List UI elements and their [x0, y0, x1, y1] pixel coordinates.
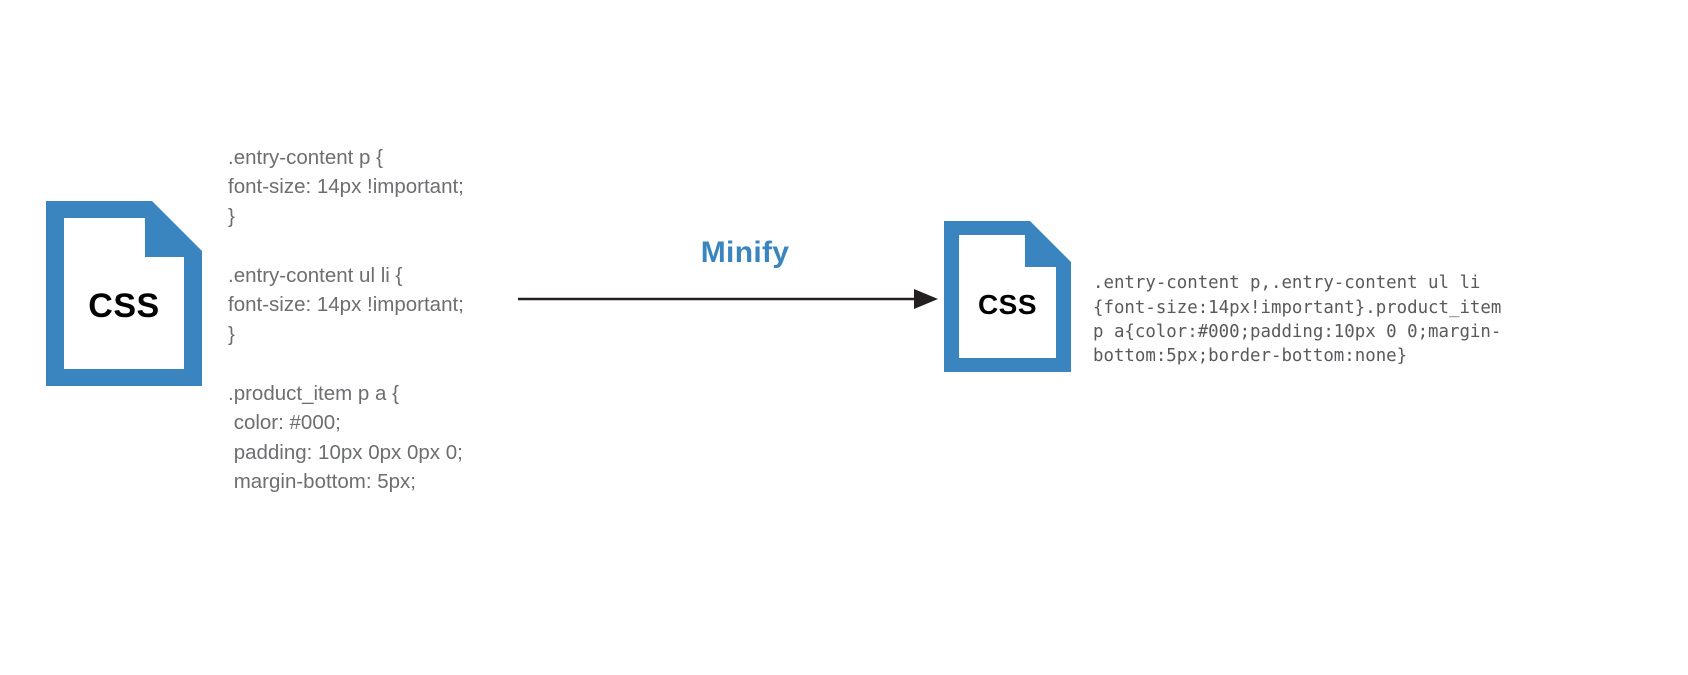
css-file-icon-shape	[944, 221, 1071, 372]
minify-label: Minify	[700, 236, 790, 269]
arrow-shape	[518, 289, 938, 309]
minified-css-code: .entry-content p,.entry-content ul li {f…	[1093, 273, 1502, 366]
css-file-icon-shape	[46, 201, 202, 386]
result-css-file-icon: CSS	[944, 221, 1071, 372]
source-css-file-icon: CSS	[46, 201, 202, 386]
right-arrow-icon	[518, 278, 938, 320]
source-css-code: .entry-content p { font-size: 14px !impo…	[228, 145, 464, 494]
